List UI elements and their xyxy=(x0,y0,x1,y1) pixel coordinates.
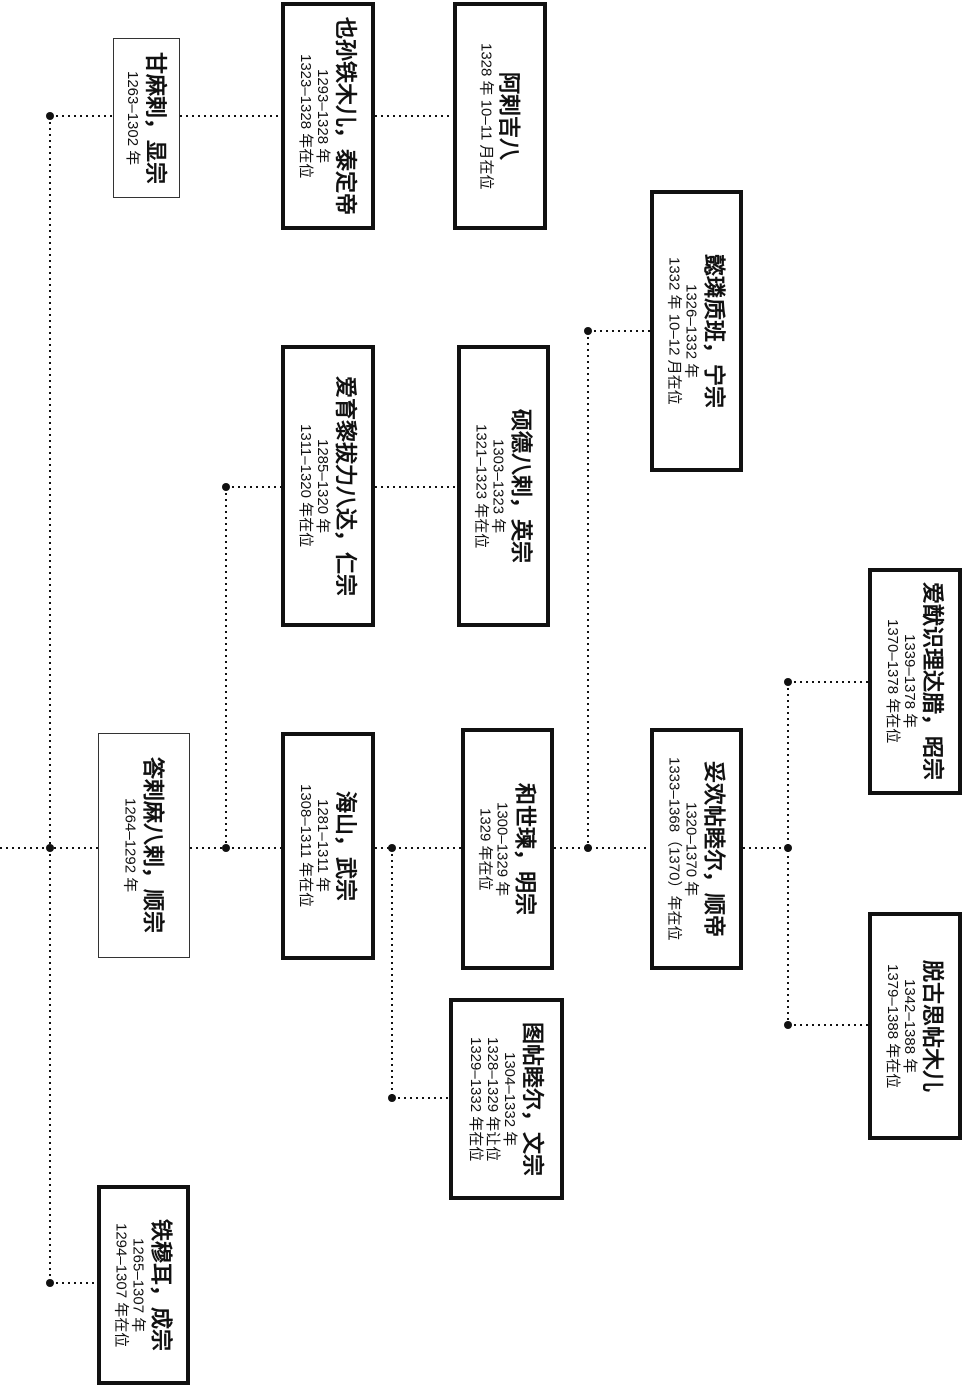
junction-dot xyxy=(46,844,54,852)
junction-dot xyxy=(46,112,54,120)
node-title: 答剌麻八剌，顺宗 xyxy=(139,757,166,934)
node-title: 图帖睦尔，文宗 xyxy=(519,1021,545,1176)
node-ayurbarwada: 爱育黎拔力八达，仁宗 1285–1320 年 1311–1320 年在位 xyxy=(281,345,375,627)
node-tughtemur: 图帖睦尔，文宗 1304–1332 年 1328–1329 年让位 1329–1… xyxy=(449,998,564,1200)
node-title: 硕德八剌，英宗 xyxy=(507,408,534,563)
node-yesuntemur: 也孙铁木儿，泰定帝 1293–1328 年 1323–1328 年在位 xyxy=(281,2,375,230)
junction-dot xyxy=(784,844,792,852)
node-dates: 1320–1370 年 xyxy=(682,801,700,897)
junction-dot xyxy=(46,1279,54,1287)
node-dates: 1285–1320 年 xyxy=(314,438,331,534)
node-dates: 1265–1307 年 xyxy=(129,1237,147,1333)
node-title: 海山，武宗 xyxy=(332,790,358,901)
junction-dot xyxy=(388,844,396,852)
node-title: 铁穆耳，成宗 xyxy=(147,1218,174,1351)
node-haishan: 海山，武宗 1281–1311 年 1308–1311 年在位 xyxy=(281,732,375,960)
node-reign: 1321–1323 年在位 xyxy=(472,423,490,549)
node-ganmala: 甘麻剌，显宗 1263–1302 年 xyxy=(113,38,180,198)
junction-dot xyxy=(584,844,592,852)
node-dalamabala: 答剌麻八剌，顺宗 1264–1292 年 xyxy=(98,733,190,958)
node-toghontemur: 妥欢帖睦尔，顺帝 1320–1370 年 1333–1368（1370）年在位 xyxy=(650,728,743,970)
node-dates: 1339–1378 年 xyxy=(901,634,918,729)
node-dates: 1303–1323 年 xyxy=(489,438,507,534)
node-reign: 1329 年在位 xyxy=(476,807,494,891)
node-title: 甘麻剌，显宗 xyxy=(142,51,168,184)
node-reign: 1308–1311 年在位 xyxy=(297,784,314,908)
node-dates: 1342–1388 年 xyxy=(901,978,918,1074)
node-ayushiridara: 爱猷识理达腊，昭宗 1339–1378 年 1370–1378 年在位 xyxy=(868,568,962,795)
node-title: 爱育黎拔力八达，仁宗 xyxy=(332,375,358,596)
junction-dot xyxy=(784,678,792,686)
node-dates: 1300–1329 年 xyxy=(493,801,511,897)
node-dates: 1293–1328 年 xyxy=(314,68,331,164)
node-reign: 1329–1332 年在位 xyxy=(467,1036,484,1162)
node-kusala: 和世瑓，明宗 1300–1329 年 1329 年在位 xyxy=(461,728,554,970)
junction-dot xyxy=(784,1021,792,1029)
node-ragibagh: 阿剌吉八 1328 年 10–11 月在位 xyxy=(453,2,547,230)
node-reign: 1379–1388 年在位 xyxy=(884,963,901,1089)
node-shidebala: 硕德八剌，英宗 1303–1323 年 1321–1323 年在位 xyxy=(457,345,550,627)
node-toghustemur: 脱古思帖木儿 1342–1388 年 1379–1388 年在位 xyxy=(868,912,962,1140)
junction-dot xyxy=(584,327,592,335)
node-abdication: 1328–1329 年让位 xyxy=(484,1036,501,1162)
node-title: 脱古思帖木儿 xyxy=(919,959,945,1092)
junction-dot xyxy=(222,483,230,491)
node-dates: 1264–1292 年 xyxy=(121,798,139,893)
node-dates: 1304–1332 年 xyxy=(501,1051,518,1147)
node-reign: 1370–1378 年在位 xyxy=(884,619,901,744)
node-title: 懿璘质班，宁宗 xyxy=(700,253,727,408)
node-reign: 1311–1320 年在位 xyxy=(297,424,314,548)
node-reign: 1332 年 10–12 月在位 xyxy=(665,257,683,405)
node-title: 和世瑓，明宗 xyxy=(511,782,538,915)
node-rinchinbal: 懿璘质班，宁宗 1326–1332 年 1332 年 10–12 月在位 xyxy=(650,190,743,472)
node-reign: 1323–1328 年在位 xyxy=(297,53,314,179)
node-reign: 1328 年 10–11 月在位 xyxy=(477,42,495,190)
node-dates: 1326–1332 年 xyxy=(682,283,700,379)
node-temur: 铁穆耳，成宗 1265–1307 年 1294–1307 年在位 xyxy=(97,1185,190,1385)
node-title: 阿剌吉八 xyxy=(495,71,522,160)
node-reign: 1294–1307 年在位 xyxy=(112,1222,130,1348)
node-title: 妥欢帖睦尔，顺帝 xyxy=(700,760,727,937)
node-title: 爱猷识理达腊，昭宗 xyxy=(919,582,945,781)
node-dates: 1263–1302 年 xyxy=(124,70,141,166)
node-dates: 1281–1311 年 xyxy=(314,799,331,893)
junction-dot xyxy=(388,1094,396,1102)
node-reign: 1333–1368（1370）年在位 xyxy=(665,757,683,941)
node-title: 也孙铁木儿，泰定帝 xyxy=(332,16,358,215)
junction-dot xyxy=(222,844,230,852)
